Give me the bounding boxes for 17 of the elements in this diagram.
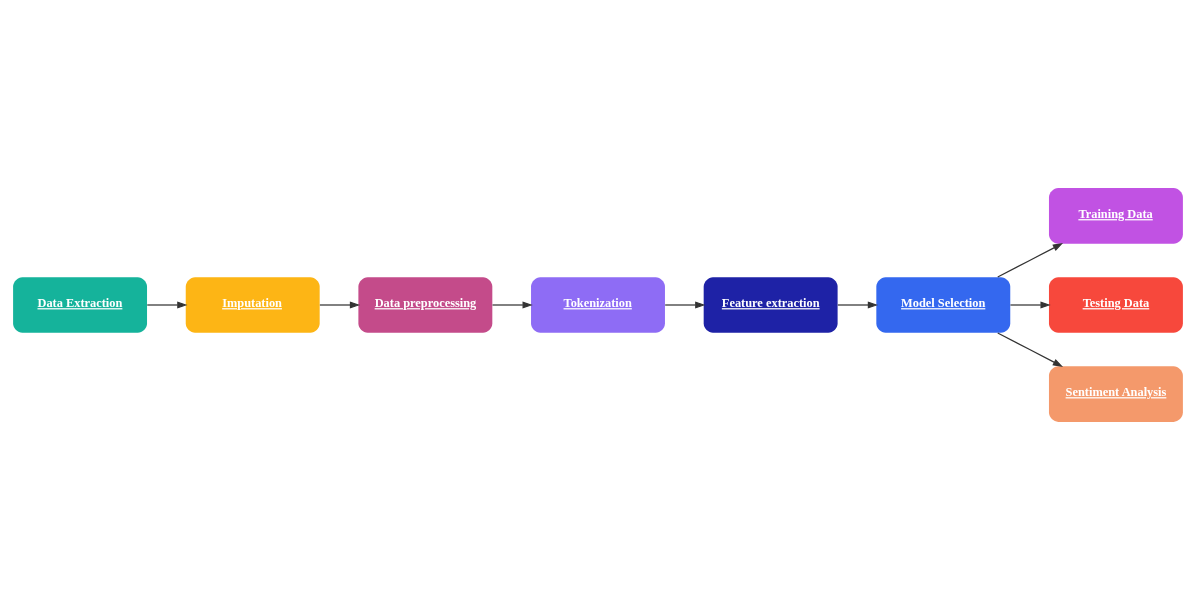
arrow (1009, 301, 1051, 309)
arrow (319, 301, 361, 309)
arrow (146, 301, 188, 309)
node-box: Imputation (185, 277, 320, 333)
arrow (837, 301, 879, 309)
arrow (997, 332, 1064, 367)
node-box: Sentiment Analysis (1048, 366, 1183, 422)
node-box: Feature extraction (703, 277, 838, 333)
node-box: Data preprocessing (358, 277, 493, 333)
node-box: Data Extraction (13, 277, 148, 333)
node-box: Testing Data (1048, 277, 1183, 333)
node-box: Training Data (1048, 188, 1183, 244)
node-box: Model Selection (876, 277, 1011, 333)
node-box: Tokenization (531, 277, 665, 333)
arrow (491, 301, 533, 309)
arrow (664, 301, 706, 309)
arrow (997, 243, 1064, 278)
